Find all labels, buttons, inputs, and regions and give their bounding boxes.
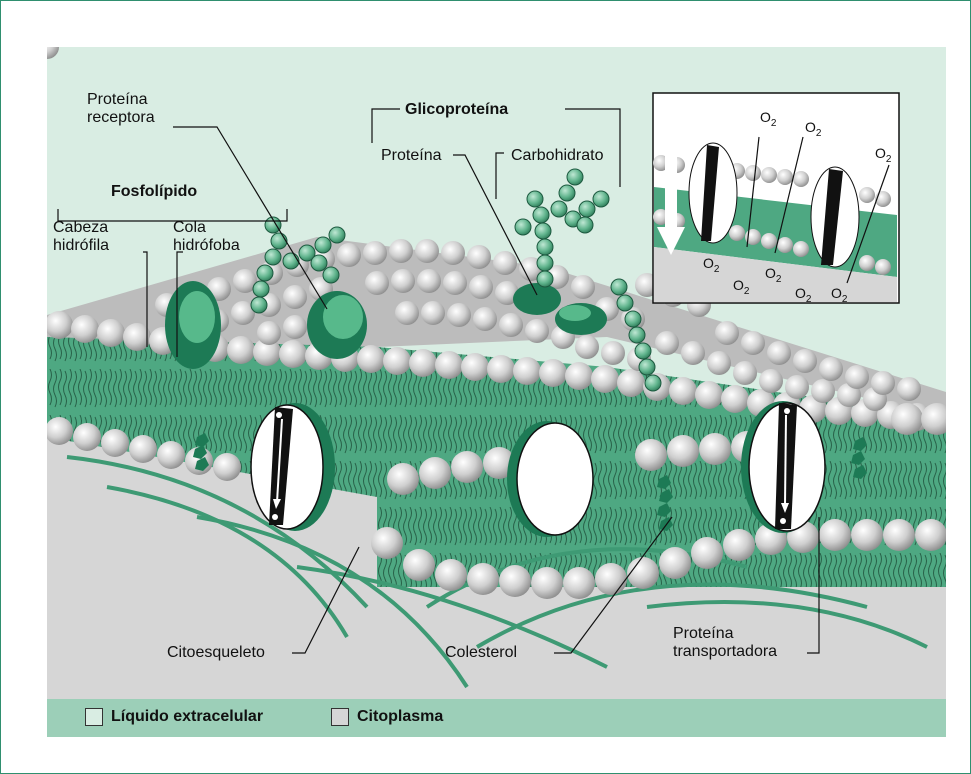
channel-protein-middle [507,421,593,537]
cholesterol-label: Colesterol [445,644,517,662]
glycoprotein-label: Glicoproteína [405,101,508,119]
carbohydrate-label: Carbohidrato [511,147,604,165]
o2-label: O2 [875,145,891,165]
o2-label: O2 [831,285,847,305]
legend-bar: Líquido extracelular Citoplasma [47,699,946,737]
legend-cytoplasm-label: Citoplasma [357,708,443,726]
extracellular-swatch [85,708,103,726]
transport-protein-label: Proteína transportadora [673,625,777,661]
o2-label: O2 [760,109,776,129]
hydrophobic-tail-label: Cola hidrófoba [173,219,240,255]
phospholipid-label: Fosfolípido [111,183,197,201]
legend-extracellular: Líquido extracelular [85,708,263,726]
o2-label: O2 [805,119,821,139]
cytoplasm-swatch [331,708,349,726]
o2-label: O2 [703,255,719,275]
transport-protein-right [741,401,825,533]
o2-label: O2 [733,277,749,297]
cytoskeleton-label: Citoesqueleto [167,644,265,662]
legend-cytoplasm: Citoplasma [331,708,443,726]
diagram-panel: Proteína receptora Glicoproteína Proteín… [47,47,946,743]
membrane-diagram [47,47,946,743]
hydrophilic-head-label: Cabeza hidrófila [53,219,109,255]
legend-extracellular-label: Líquido extracelular [111,708,263,726]
transport-protein-left [251,403,335,531]
receptor-protein-label: Proteína receptora [87,91,155,127]
protein-label: Proteína [381,147,441,165]
o2-label: O2 [795,285,811,305]
o2-label: O2 [765,265,781,285]
